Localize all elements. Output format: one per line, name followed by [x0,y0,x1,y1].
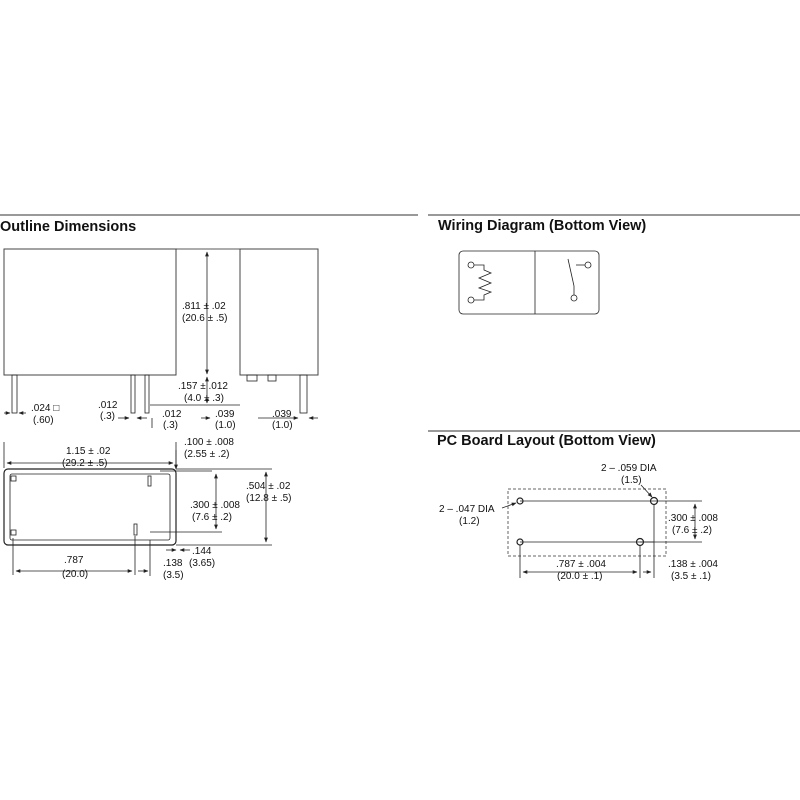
pin-front-2 [130,374,136,414]
pcb-pitch-v-dim-mm: (7.6 ± .2) [672,525,712,536]
wiring-diagram [458,250,600,315]
relay-body-side [239,248,319,376]
pin-front-3 [144,374,150,414]
pin-front-1 [11,374,18,414]
length-dim-in: 1.15 ± .02 [66,446,111,457]
relay-body-bottom-outer [3,468,177,546]
wiring-outline [458,250,600,315]
pitch-v-dim-in: .300 ± .008 [190,500,240,511]
pin-bottom-2 [10,529,17,536]
pin-thick-a-dim-in: .012 [98,400,118,411]
pin-square-dim-mm: (.60) [33,415,54,426]
pin-end-dim-in: .138 [163,558,183,569]
wiring-diagram-title: Wiring Diagram (Bottom View) [438,218,646,234]
pin-thick-a-dim-mm: (.3) [100,411,115,422]
pitch-v-dim-mm: (7.6 ± .2) [192,512,232,523]
pcb-large-hole-dim-in: 2 – .059 DIA [601,463,657,474]
side-standoff-left [246,374,258,382]
pin-bottom-3 [147,475,152,487]
pcb-end-dim-in: .138 ± .004 [668,559,718,570]
width-dim-in: .504 ± .02 [246,481,291,492]
pin-bottom-1 [10,475,17,482]
pcb-small-hole-dim-mm: (1.2) [459,516,480,527]
pcb-pitch-v-dim-in: .300 ± .008 [668,513,718,524]
pcb-large-hole-dim-mm: (1.5) [621,475,642,486]
pin-square-dim-in: .024 □ [31,403,59,414]
pin-length-dim-in: .157 ± .012 [178,381,228,392]
relay-bottom-view [3,468,177,546]
side-standoff-mid [267,374,277,382]
height-dim-mm: (20.6 ± .5) [182,313,228,324]
relay-side-view [239,248,319,414]
pin-length-dim-mm: (4.0 ± .3) [184,393,224,404]
pcb-small-hole-leader [501,502,517,509]
pcb-pitch-h-dim-in: .787 ± .004 [556,559,606,570]
length-dim-mm: (29.2 ± .5) [62,458,108,469]
relay-body-bottom-inner [9,473,171,541]
pitch-h-dim-in: .787 [64,555,84,566]
contact-terminal-bottom [570,294,578,302]
height-dim-in: .811 ± .02 [182,301,226,312]
end-offset-dim-in: .144 [192,546,212,557]
pcb-large-hole-leader [640,484,653,498]
side-pin-width-dim-mm: (1.0) [272,420,293,431]
pin-thick-b-dim-mm: (.3) [163,420,178,431]
pin-thick-b-dim-in: .012 [162,409,182,420]
relay-front-view [3,248,177,414]
side-pin-width-dim-in: .039 [272,409,292,420]
pcb-small-hole-dim-in: 2 – .047 DIA [439,504,495,515]
pc-board-layout-title: PC Board Layout (Bottom View) [437,433,656,449]
pcb-layout [507,488,667,557]
pitch-h-dim-mm: (20.0) [62,569,88,580]
pcb-hole-1 [516,497,524,505]
pin-side [299,374,308,414]
width-dim-mm: (12.8 ± .5) [246,493,292,504]
pin-width-dim-mm: (1.0) [215,420,236,431]
pcb-footprint-outline [507,488,667,557]
pin-width-dim-in: .039 [215,409,235,420]
coil-terminal-bottom [467,296,475,304]
coil-terminal-top [467,261,475,269]
pin-bottom-4 [133,523,138,536]
contact-terminal-right [584,261,592,269]
offset-top-dim-in: .100 ± .008 [184,437,234,448]
relay-body-front [3,248,177,376]
offset-top-dim-mm: (2.55 ± .2) [184,449,230,460]
contact-switch-arm [567,258,575,287]
pin-end-dim-mm: (3.5) [163,570,184,581]
coil-symbol [474,264,493,301]
outline-dimensions-title: Outline Dimensions [0,219,136,235]
end-offset-dim-mm: (3.65) [189,558,215,569]
pcb-end-dim-mm: (3.5 ± .1) [671,571,711,582]
pcb-pitch-h-dim-mm: (20.0 ± .1) [557,571,603,582]
